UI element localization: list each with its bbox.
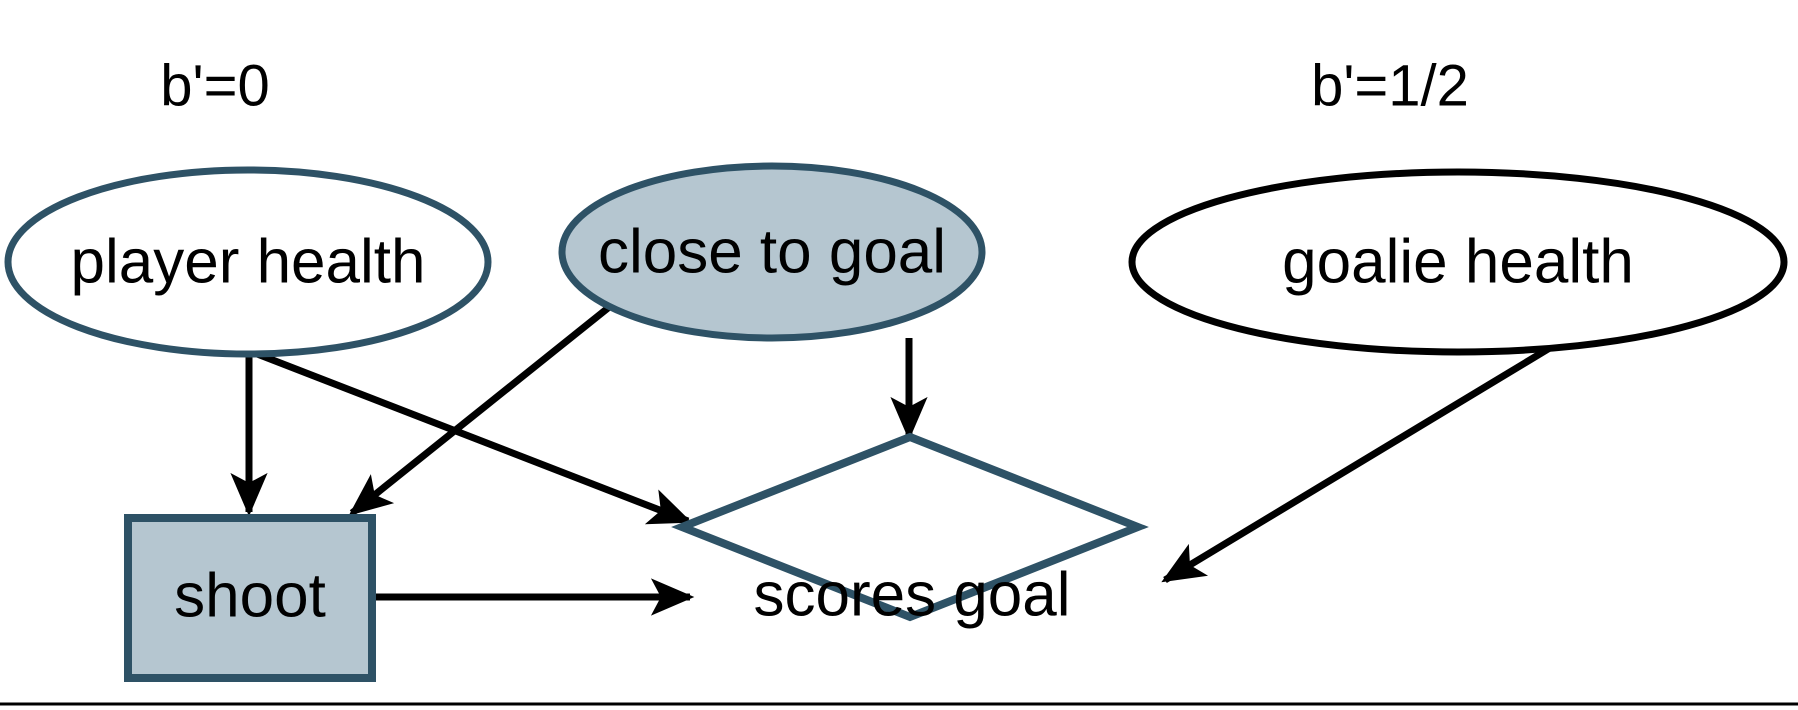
scores-goal-diamond[interactable]: [671, 432, 1149, 622]
edge-goalie-health-to-scores-goal: [1161, 337, 1565, 583]
player-health-label: player health: [70, 227, 425, 296]
goalie-health-label: goalie health: [1282, 227, 1634, 296]
node-close-to-goal[interactable]: close to goal: [558, 162, 986, 342]
node-layer: player health close to goal goalie healt…: [4, 162, 1788, 682]
edge-layer: [230, 297, 1565, 616]
player-health-ellipse[interactable]: [4, 166, 492, 358]
goalie-health-ellipse[interactable]: [1128, 168, 1788, 356]
node-goalie-health[interactable]: goalie health: [1128, 168, 1788, 356]
shoot-rectangle[interactable]: [124, 514, 376, 682]
edge-close-to-goal-to-shoot: [348, 297, 621, 516]
shoot-label: shoot: [174, 561, 326, 630]
node-scores-goal[interactable]: scores goal: [671, 432, 1149, 629]
scores-goal-label: scores goal: [753, 560, 1070, 629]
edge-player-health-to-scores-goal: [250, 348, 693, 525]
close-to-goal-label: close to goal: [598, 217, 946, 286]
annotation-b-prime-half: b'=1/2: [1311, 53, 1469, 118]
node-shoot[interactable]: shoot: [124, 514, 376, 682]
close-to-goal-ellipse[interactable]: [558, 162, 986, 342]
node-player-health[interactable]: player health: [4, 166, 492, 358]
annotation-layer: b'=0 b'=1/2: [160, 53, 1469, 118]
annotation-b-prime-zero: b'=0: [160, 53, 269, 118]
